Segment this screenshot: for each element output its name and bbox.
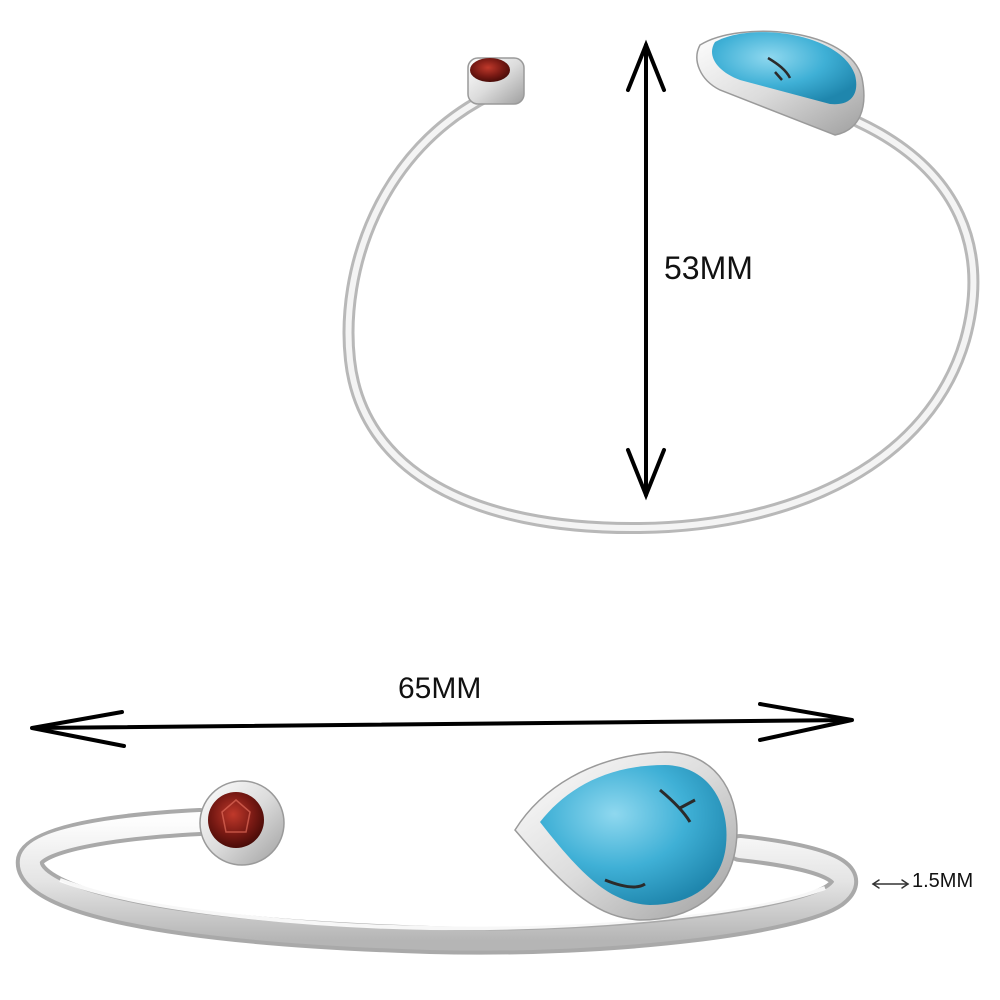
bracelet-top-band-outer [342,89,980,535]
garnet-setting-top [467,57,525,105]
bracelet-side-band-front [19,812,855,951]
height-dimension-arrow-icon [626,39,666,501]
turquoise-stone-side [540,765,727,905]
turquoise-stone-top [711,32,857,105]
bracelet-side-view [15,751,859,955]
garnet-setting-side [199,780,285,866]
height-measurement-label: 53MM [664,250,753,286]
width-measurement-label: 65MM [398,672,482,705]
thickness-dimension-arrow-icon [871,879,910,889]
thickness-measurement-label: 1.5MM [912,870,974,892]
turquoise-setting-side [514,751,738,921]
bracelet-top-band-inner [345,92,977,532]
garnet-stone-side [208,792,264,848]
turquoise-setting-top [696,30,865,136]
width-dimension-arrow-icon [30,702,854,748]
garnet-stone-top [470,58,510,82]
bracelet-top-view [342,30,980,535]
